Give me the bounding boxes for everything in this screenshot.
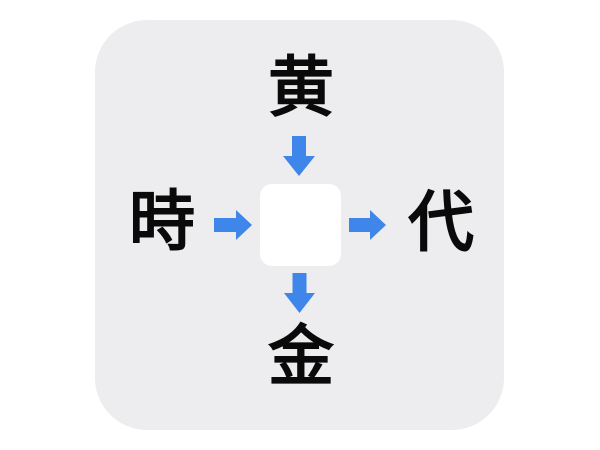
arrow-down-icon [283,136,315,176]
left-kanji: 時 [129,183,195,260]
right-kanji: 代 [408,184,474,261]
arrow-right-icon [214,210,252,240]
arrow-down-icon [284,273,315,313]
top-kanji: 黄 [268,49,334,126]
bottom-kanji: 金 [268,318,334,395]
arrow-right-icon [349,210,386,240]
answer-blank-box[interactable] [260,184,341,266]
